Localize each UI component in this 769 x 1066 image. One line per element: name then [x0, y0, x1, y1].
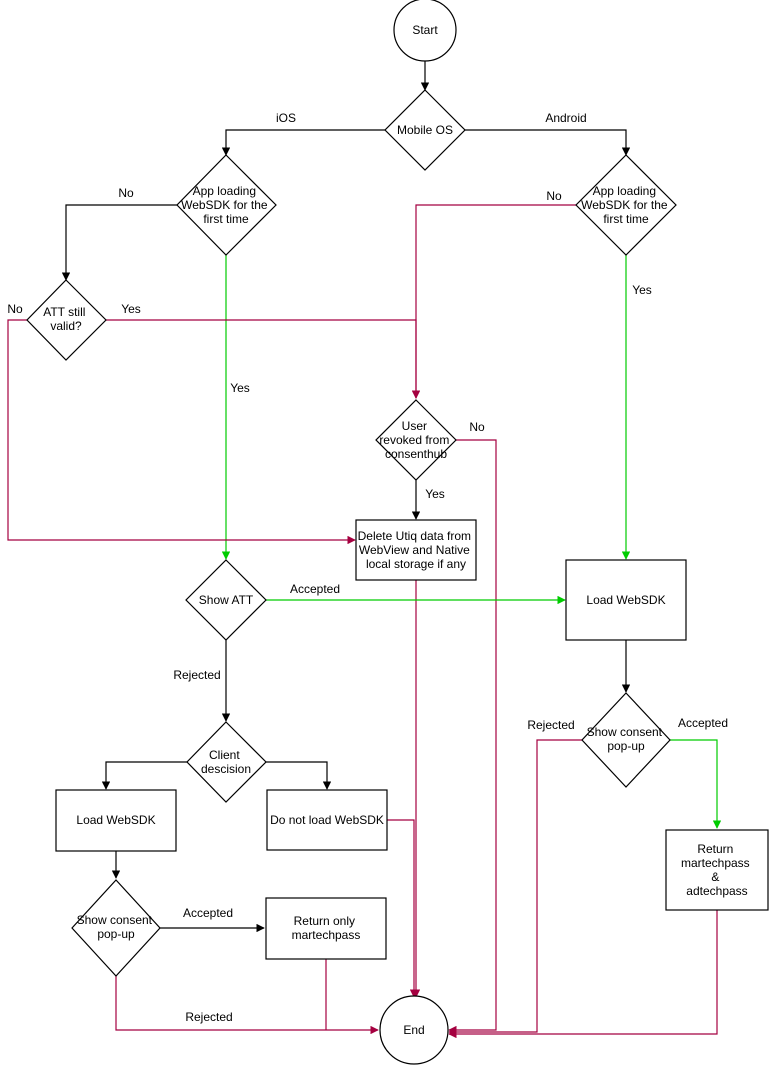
load-websdk-left-process [55, 789, 177, 852]
android-first-time-decision [575, 154, 677, 256]
load-websdk-right-label: Load WebSDK [586, 593, 665, 607]
label-android-yes: Yes [632, 283, 652, 297]
mobile-os-label: Mobile OS [397, 123, 453, 137]
label-left-rejected: Rejected [185, 1010, 232, 1024]
label-att-accepted: Accepted [290, 582, 340, 596]
edge-consent-left-rejected-to-end [115, 976, 379, 1035]
android-first-time-label: App loading WebSDK for the first time [581, 184, 671, 226]
start-node [393, 0, 457, 62]
label-ios-yes: Yes [230, 381, 250, 395]
label-right-accepted: Accepted [678, 716, 728, 730]
nodes: Start Mobile OS App loading WebSDK for t… [26, 0, 769, 1065]
return-both-label: Return martechpass & adtechpass [681, 842, 753, 898]
show-att-label: Show ATT [199, 593, 254, 607]
att-valid-decision [26, 279, 107, 361]
edges [7, 60, 722, 1039]
load-websdk-right-process [565, 559, 687, 641]
end-node [379, 995, 449, 1065]
edge-revoked-no-to-end [448, 439, 497, 1035]
user-revoked-label: User revoked from consenthub [379, 419, 452, 461]
edge-att-no-to-delete-utiq [7, 319, 356, 545]
load-websdk-left-label: Load WebSDK [76, 813, 155, 827]
ios-first-time-decision [176, 154, 277, 256]
show-consent-right-label: Show consent pop-up [587, 725, 666, 753]
label-android: Android [545, 111, 586, 125]
delete-utiq-label: Delete Utiq data from WebView and Native… [358, 529, 475, 571]
edge-ios-no-to-att-valid [61, 204, 177, 281]
return-martech-process [265, 897, 387, 960]
start-label: Start [412, 23, 438, 37]
label-ios: iOS [276, 111, 296, 125]
label-left-accepted: Accepted [183, 906, 233, 920]
do-not-load-process [266, 789, 388, 851]
delete-utiq-process [355, 519, 477, 581]
show-consent-left-decision [71, 879, 161, 977]
end-label: End [403, 1023, 424, 1037]
show-consent-left-label: Show consent pop-up [77, 913, 156, 941]
label-android-no: No [546, 189, 562, 203]
do-not-load-label: Do not load WebSDK [270, 813, 384, 827]
label-right-rejected: Rejected [527, 718, 574, 732]
client-decision-decision [186, 721, 267, 803]
edge-consent-right-accepted-to-return-both [670, 739, 722, 829]
edge-att-yes-to-user-revoked [106, 319, 421, 399]
label-att-no: No [7, 302, 23, 316]
edge-client-decision-to-load-websdk-left [101, 761, 187, 790]
edge-do-not-load-to-end [387, 819, 419, 998]
edge-mobile-os-to-android [465, 129, 631, 156]
return-both-process [665, 829, 769, 911]
edge-consent-right-rejected-to-end [448, 739, 582, 1037]
label-revoked-yes: Yes [425, 487, 445, 501]
edge-return-both-to-end [448, 910, 718, 1039]
show-consent-right-decision [581, 692, 671, 788]
mobile-os-decision [384, 89, 466, 171]
att-valid-label: ATT still valid? [43, 305, 89, 333]
client-decision-label: Client descision [201, 748, 251, 776]
edge-client-decision-to-do-not-load [266, 761, 332, 790]
return-martech-label: Return only martechpass [292, 914, 361, 942]
show-att-decision [185, 559, 267, 641]
edge-mobile-os-to-ios [221, 129, 385, 156]
edge-android-no-to-user-revoked [411, 204, 576, 399]
label-ios-no: No [118, 186, 134, 200]
user-revoked-decision [375, 399, 457, 481]
edge-labels: iOS Android No No No Yes Yes Yes No Yes … [7, 111, 728, 1024]
ios-first-time-label: App loading WebSDK for the first time [181, 184, 271, 226]
label-revoked-no: No [469, 420, 485, 434]
label-att-yes: Yes [121, 302, 141, 316]
label-att-rejected: Rejected [173, 668, 220, 682]
